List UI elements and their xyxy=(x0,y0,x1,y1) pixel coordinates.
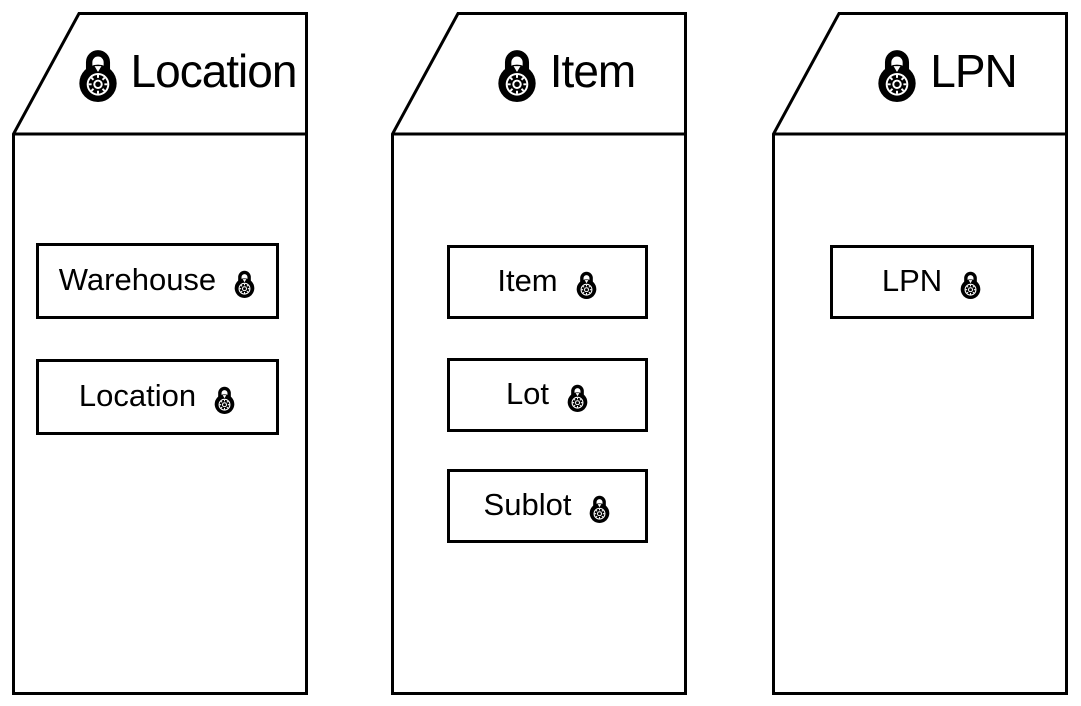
panel-location: Location Warehouse Location xyxy=(12,12,308,695)
panel-header: LPN xyxy=(772,12,1068,134)
combination-lock-icon xyxy=(588,493,611,523)
panel-title: Item xyxy=(549,45,636,97)
entity-label: Warehouse xyxy=(58,261,217,297)
entity-box-warehouse: Warehouse xyxy=(36,243,279,319)
combination-lock-icon xyxy=(76,45,120,102)
panel-lpn: LPN LPN xyxy=(772,12,1068,695)
combination-lock-icon xyxy=(566,382,589,412)
entity-box-lpn: LPN xyxy=(830,245,1034,319)
entity-label: Location xyxy=(78,377,197,413)
panel-title: Location xyxy=(130,45,298,97)
combination-lock-icon xyxy=(875,45,919,102)
panel-header: Location xyxy=(12,12,308,134)
combination-lock-icon xyxy=(495,45,539,102)
entity-label: LPN xyxy=(881,262,943,298)
panel-header: Item xyxy=(391,12,687,134)
combination-lock-icon xyxy=(213,384,236,414)
entity-box-sublot: Sublot xyxy=(447,469,648,543)
entity-box-lot: Lot xyxy=(447,358,648,432)
entity-box-location: Location xyxy=(36,359,279,435)
combination-lock-icon xyxy=(959,269,982,299)
entity-label: Lot xyxy=(505,375,550,411)
entity-box-item: Item xyxy=(447,245,648,319)
panel-item: Item Item Lot Sublot xyxy=(391,12,687,695)
combination-lock-icon xyxy=(233,268,256,298)
entity-label: Sublot xyxy=(483,486,572,522)
entity-label: Item xyxy=(497,262,558,298)
combination-lock-icon xyxy=(575,269,598,299)
panel-title: LPN xyxy=(930,45,1017,97)
